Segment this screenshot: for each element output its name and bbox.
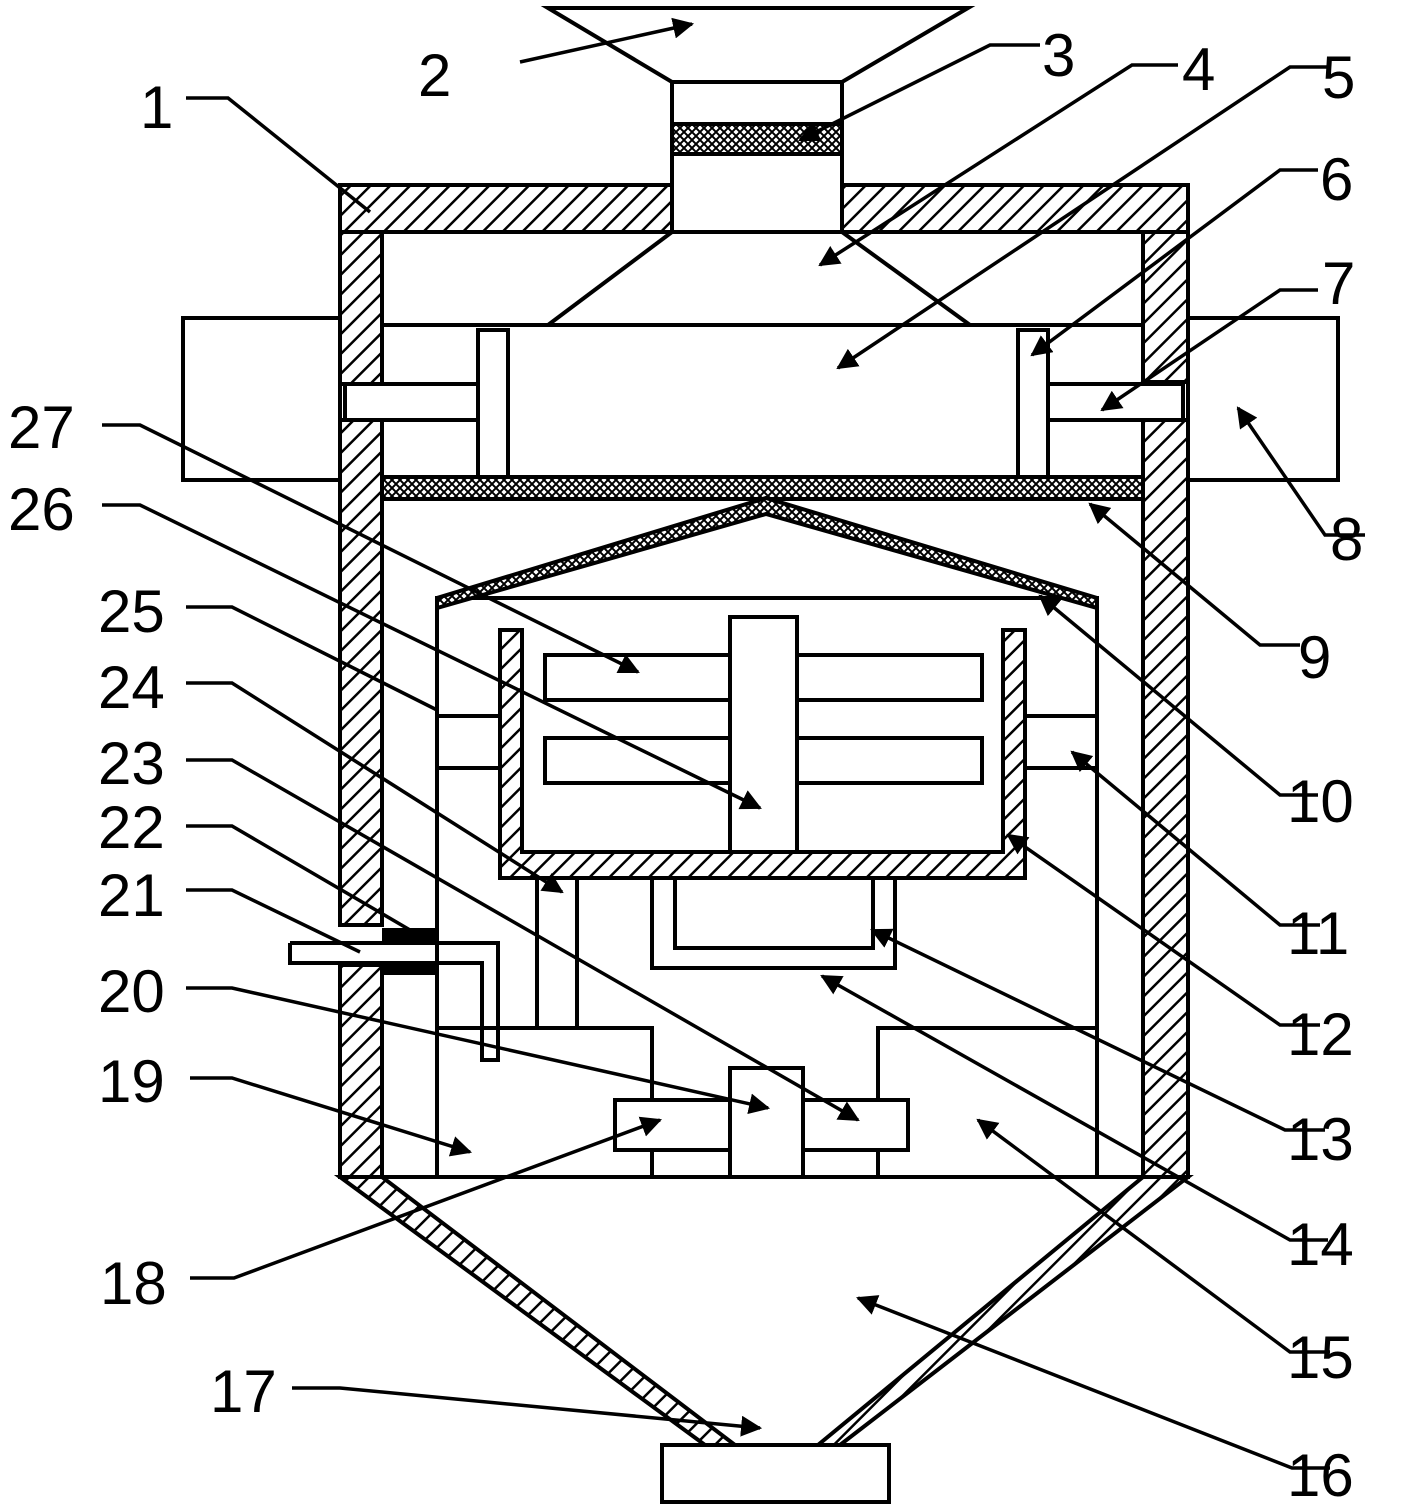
right-plate	[1016, 328, 1050, 479]
feed-hopper	[540, 5, 976, 84]
motor	[673, 876, 875, 950]
label-15: 15	[1287, 1324, 1354, 1391]
label-2: 2	[418, 42, 451, 109]
label-17: 17	[210, 1358, 277, 1425]
blade-upper-right	[795, 653, 984, 702]
left-cylinder	[181, 316, 342, 482]
blade-lower-left	[543, 736, 732, 785]
stirring-shaft	[728, 615, 799, 854]
pipe-seal-top	[382, 928, 437, 942]
label-10: 10	[1287, 768, 1354, 835]
center-post	[728, 1066, 805, 1179]
label-23: 23	[98, 730, 165, 797]
right-cylinder	[1186, 316, 1340, 482]
right-block	[801, 1098, 910, 1152]
label-25: 25	[98, 578, 165, 645]
part-labels: 1 2 3 4 5 6 7 8 9 10 11 12 13 14 15 16 1…	[8, 22, 1363, 1509]
inlet-pipe	[670, 80, 844, 234]
blade-upper-left	[543, 653, 732, 702]
left-push-rod	[343, 382, 480, 422]
label-18: 18	[100, 1250, 167, 1317]
left-plate	[476, 328, 510, 479]
label-8: 8	[1330, 506, 1363, 573]
left-block	[613, 1098, 732, 1152]
label-1: 1	[140, 74, 173, 141]
pipe-seal-bottom	[382, 963, 437, 975]
label-12: 12	[1287, 1001, 1354, 1068]
inner-housing	[435, 596, 1099, 1177]
label-21: 21	[98, 862, 165, 929]
leader-lines	[102, 17, 1365, 1470]
label-13: 13	[1287, 1106, 1354, 1173]
blade-lower-right	[795, 736, 984, 785]
label-16: 16	[1287, 1442, 1354, 1509]
water-pipe	[288, 941, 500, 1062]
label-20: 20	[98, 958, 165, 1025]
label-22: 22	[98, 794, 165, 861]
label-11: 11	[1287, 900, 1349, 967]
outlet	[660, 1443, 891, 1504]
inlet-screen	[670, 122, 844, 156]
conical-screen	[435, 495, 1099, 611]
label-26: 26	[8, 476, 75, 543]
label-5: 5	[1322, 44, 1355, 111]
filter-screen	[380, 475, 1145, 501]
label-9: 9	[1298, 624, 1331, 691]
label-3: 3	[1042, 22, 1075, 89]
right-connector	[1023, 714, 1099, 770]
left-connector	[435, 714, 502, 770]
label-6: 6	[1320, 146, 1353, 213]
motor-bracket	[650, 878, 897, 970]
label-24: 24	[98, 654, 165, 721]
label-7: 7	[1322, 250, 1355, 317]
label-27: 27	[8, 394, 75, 461]
label-4: 4	[1182, 36, 1215, 103]
label-19: 19	[98, 1048, 165, 1115]
label-14: 14	[1287, 1211, 1354, 1278]
